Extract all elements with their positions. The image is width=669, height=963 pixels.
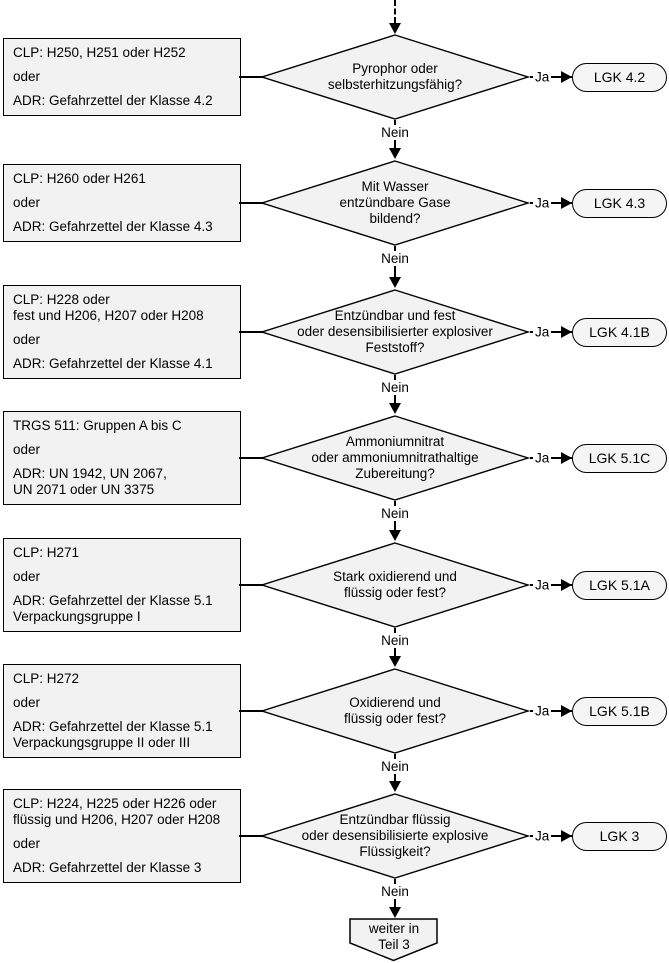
decision-diamond — [260, 289, 530, 375]
criteria-line: ADR: Gefahrzettel der Klasse 4.3 — [13, 219, 213, 234]
yes-label: Ja — [533, 828, 552, 844]
result-label: LGK 4.1B — [589, 324, 650, 340]
yes-label: Ja — [533, 577, 552, 593]
yes-label: Ja — [533, 195, 552, 211]
criteria-line: CLP: H260 oder H261 — [13, 171, 146, 186]
result-label: LGK 5.1C — [588, 450, 651, 466]
criteria-line: ADR: Gefahrzettel der Klasse 5.1 Verpack… — [13, 593, 213, 624]
yes-label: Ja — [533, 324, 552, 340]
question-text: Mit Wasser entzündbare Gase bildend? — [339, 179, 451, 226]
criteria-box: CLP: H228 oder fest und H206, H207 oder … — [3, 285, 241, 379]
result-pill: LGK 3 — [572, 821, 667, 851]
criteria-line: oder — [13, 195, 41, 210]
decision-diamond — [260, 668, 530, 754]
result-pill: LGK 4.3 — [572, 188, 667, 218]
criteria-line: TRGS 511: Gruppen A bis C — [13, 418, 182, 433]
criteria-line: ADR: UN 1942, UN 2067, UN 2071 oder UN 3… — [13, 466, 167, 497]
box-connector-line — [239, 457, 263, 459]
entry-arrowhead-icon — [389, 23, 401, 34]
arrow-right-icon — [561, 705, 572, 717]
question-text: Pyrophor oder selbsterhitzungsfähig? — [327, 61, 463, 92]
result-pill: LGK 5.1A — [572, 570, 667, 600]
terminal-offpage-connector — [349, 918, 438, 962]
criteria-line: CLP: H250, H251 oder H252 — [13, 45, 186, 60]
result-pill: LGK 4.1B — [572, 317, 667, 347]
arrow-right-icon — [561, 197, 572, 209]
arrow-right-icon — [561, 452, 572, 464]
box-connector-line — [239, 835, 263, 837]
criteria-line: ADR: Gefahrzettel der Klasse 4.1 — [13, 356, 213, 371]
result-label: LGK 4.2 — [593, 69, 646, 85]
criteria-line: oder — [13, 569, 41, 584]
result-label: LGK 5.1B — [589, 703, 650, 719]
arrow-down-icon — [389, 656, 401, 667]
arrow-right-icon — [561, 326, 572, 338]
decision-diamond — [260, 34, 530, 120]
criteria-line: ADR: Gefahrzettel der Klasse 5.1 Verpack… — [13, 719, 213, 750]
criteria-line: CLP: H224, H225 oder H226 oder flüssig u… — [13, 796, 221, 827]
yes-label: Ja — [533, 450, 552, 466]
result-pill: LGK 5.1B — [572, 696, 667, 726]
question-text: Entzündbar und fest oder desensibilisier… — [297, 308, 493, 355]
arrow-down-icon — [389, 530, 401, 541]
question-text: Entzündbar flüssig oder desensibilisiert… — [301, 812, 489, 859]
arrow-right-icon — [561, 579, 572, 591]
result-pill: LGK 4.2 — [572, 62, 667, 92]
criteria-line: oder — [13, 442, 41, 457]
result-label: LGK 3 — [599, 828, 640, 844]
result-label: LGK 5.1A — [589, 577, 650, 593]
result-label: LGK 4.3 — [593, 195, 646, 211]
decision-diamond — [260, 160, 530, 246]
result-pill: LGK 5.1C — [572, 443, 667, 473]
criteria-line: oder — [13, 695, 41, 710]
box-connector-line — [239, 710, 263, 712]
decision-diamond — [260, 793, 530, 879]
criteria-line: oder — [13, 332, 41, 347]
criteria-box: CLP: H224, H225 oder H226 oder flüssig u… — [3, 789, 241, 883]
entry-dashed-connector — [394, 0, 396, 23]
arrow-down-icon — [389, 277, 401, 288]
box-connector-line — [239, 584, 263, 586]
yes-label: Ja — [533, 703, 552, 719]
criteria-line: oder — [13, 69, 41, 84]
criteria-line: ADR: Gefahrzettel der Klasse 4.2 — [13, 93, 213, 108]
criteria-line: oder — [13, 836, 41, 851]
decision-diamond — [260, 542, 530, 628]
yes-label: Ja — [533, 69, 552, 85]
criteria-line: CLP: H272 — [13, 671, 80, 686]
arrow-down-icon — [389, 403, 401, 414]
question-text: Ammoniumnitrat oder ammoniumnitrathaltig… — [311, 434, 479, 481]
criteria-line: CLP: H271 — [13, 545, 80, 560]
criteria-line: CLP: H228 oder fest und H206, H207 oder … — [13, 292, 204, 323]
box-connector-line — [239, 76, 263, 78]
arrow-right-icon — [561, 830, 572, 842]
arrow-right-icon — [561, 71, 572, 83]
arrow-down-icon — [389, 907, 401, 918]
arrow-down-icon — [389, 781, 401, 792]
question-text: Stark oxidierend und flüssig oder fest? — [333, 569, 457, 600]
criteria-line: ADR: Gefahrzettel der Klasse 3 — [13, 860, 202, 875]
arrow-down-icon — [389, 148, 401, 159]
decision-diamond — [260, 415, 530, 501]
terminal-label: weiter in Teil 3 — [368, 921, 420, 952]
box-connector-line — [239, 202, 263, 204]
no-connector-line — [394, 879, 396, 909]
question-text: Oxidierend und flüssig oder fest? — [343, 695, 447, 726]
box-connector-line — [239, 331, 263, 333]
